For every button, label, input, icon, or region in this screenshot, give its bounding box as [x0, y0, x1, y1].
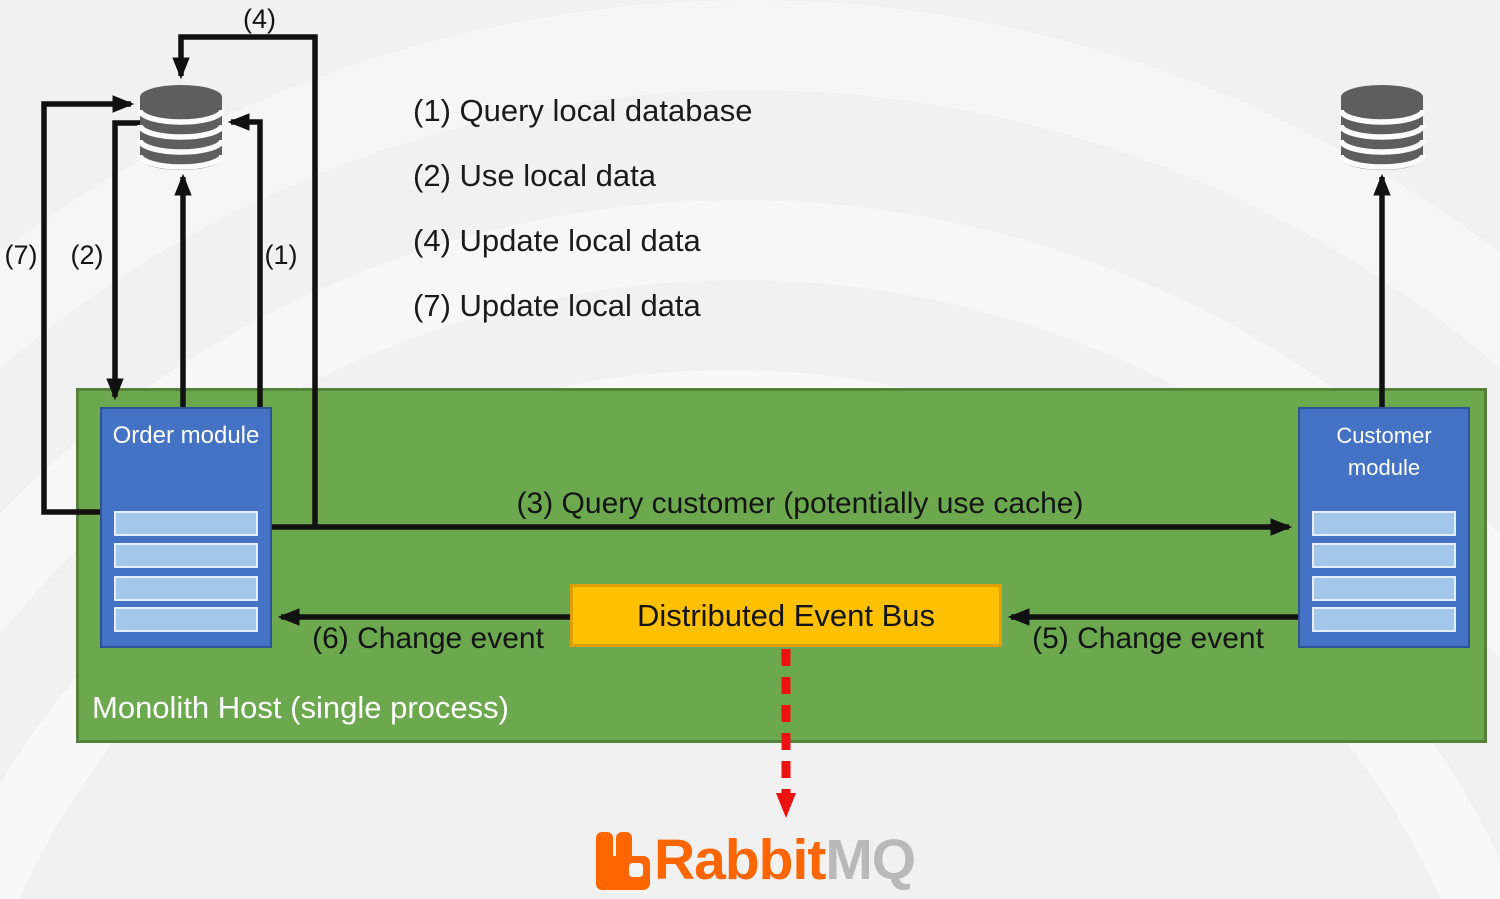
legend-item: (2) Use local data [413, 158, 656, 193]
rabbitmq-wordmark-mq: MQ [825, 828, 916, 892]
connector-label-7: (7) [4, 240, 38, 270]
connector-label-1: (1) [264, 240, 298, 270]
order-module-title: Order module [112, 422, 260, 449]
rabbitmq-icon [596, 832, 650, 890]
distributed-event-bus-box: Distributed Event Bus [570, 584, 1002, 647]
legend-item: (1) Query local database [413, 93, 753, 128]
order-module-box: Order module [100, 407, 272, 648]
connector-label-4: (4) [243, 4, 276, 34]
module-section-bar [114, 543, 258, 568]
monolith-host-title: Monolith Host (single process) [92, 690, 509, 725]
change-event-5-label: (5) Change event [1032, 622, 1264, 655]
customer-database-icon [1338, 85, 1426, 170]
module-section-bar [1312, 576, 1456, 601]
rabbitmq-logo: RabbitMQ [596, 828, 916, 892]
customer-module-title: Customer module [1336, 423, 1432, 480]
module-section-bar [114, 576, 258, 601]
rabbitmq-wordmark: RabbitMQ [654, 828, 916, 892]
module-section-bar [1312, 543, 1456, 568]
rabbitmq-wordmark-rabbit: Rabbit [654, 828, 826, 892]
module-section-bar [114, 607, 258, 632]
connector-label-2: (2) [70, 240, 104, 270]
query-customer-label: (3) Query customer (potentially use cach… [516, 487, 1084, 520]
order-database-icon [137, 85, 225, 170]
legend-item: (7) Update local data [413, 288, 701, 323]
distributed-event-bus-label: Distributed Event Bus [636, 597, 936, 633]
module-section-bar [1312, 511, 1456, 536]
change-event-6-label: (6) Change event [312, 622, 544, 655]
arrow-2-use-local-data [106, 120, 144, 401]
legend: (1) Query local database (2) Use local d… [413, 78, 752, 338]
legend-item: (4) Update local data [413, 223, 701, 258]
customer-module-box: Customer module [1298, 407, 1470, 648]
arrow-1-query-local-database [227, 113, 263, 407]
module-section-bar [114, 511, 258, 536]
module-section-bar [1312, 607, 1456, 632]
